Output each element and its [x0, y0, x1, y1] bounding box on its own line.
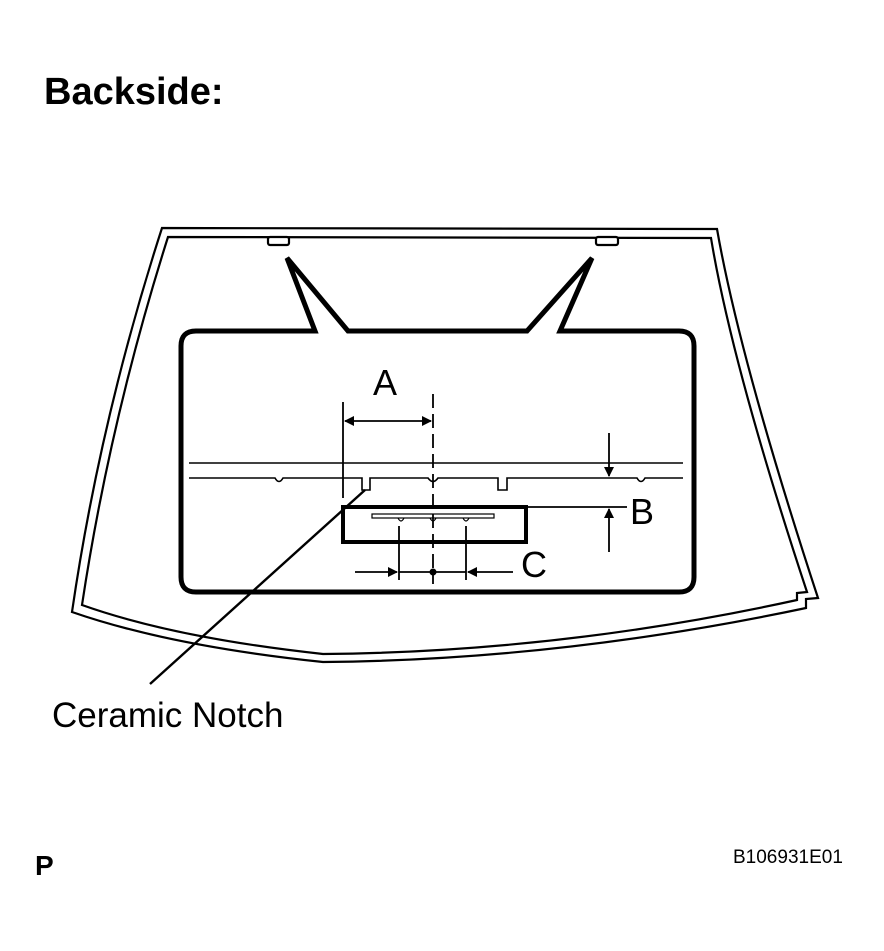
left-mounting-tab — [266, 235, 291, 247]
windshield-inner-edge — [80, 235, 809, 656]
detail-callout-box — [178, 256, 697, 595]
dimension-b-label: B — [630, 491, 654, 532]
sensor-bracket — [341, 505, 528, 544]
figure-code: B106931E01 — [733, 847, 843, 868]
windshield-outer-edge — [70, 226, 820, 664]
right-mounting-tab — [594, 235, 620, 247]
dimension-b — [526, 433, 627, 552]
dimension-c-center-dot — [429, 568, 437, 576]
bracket-rectangle — [341, 505, 528, 544]
corner-letter: P — [35, 850, 54, 881]
ceramic-notch-label: Ceramic Notch — [52, 696, 283, 735]
windshield-outline — [70, 226, 820, 664]
dimension-a — [342, 402, 432, 498]
mounting-tabs — [266, 235, 620, 247]
dimension-c-label: C — [521, 544, 547, 585]
page-title: Backside: — [44, 71, 224, 113]
dimension-a-label: A — [373, 362, 397, 403]
ceramic-notch-leader-line — [149, 489, 366, 685]
